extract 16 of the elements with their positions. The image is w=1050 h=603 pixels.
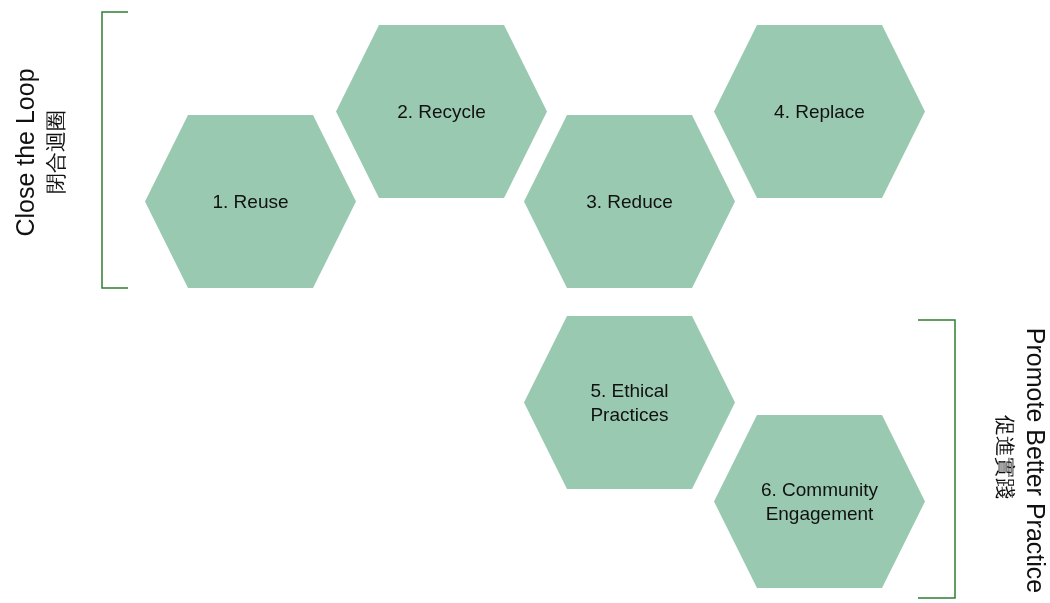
hexagon	[145, 115, 356, 288]
hexagon	[714, 415, 925, 588]
step-label: 4. Replace	[773, 99, 866, 124]
hexagon	[336, 25, 547, 198]
hexagon	[714, 25, 925, 198]
step-label: 1. Reuse	[211, 189, 290, 214]
group-title: Close the Loop	[10, 67, 40, 237]
hexagon	[524, 115, 735, 288]
step-label: 3. Reduce	[585, 189, 674, 214]
group-title: Promote Better Practice	[1020, 327, 1050, 593]
translated-group-title: 促進實踐	[993, 415, 1018, 499]
translated-group-title: 閉合迴圈	[43, 110, 68, 194]
step-label: 6. Community Engagement	[759, 477, 880, 526]
hexagon	[524, 316, 735, 489]
step-label: 5. Ethical Practices	[589, 378, 670, 427]
step-label: 2. Recycle	[396, 99, 487, 124]
